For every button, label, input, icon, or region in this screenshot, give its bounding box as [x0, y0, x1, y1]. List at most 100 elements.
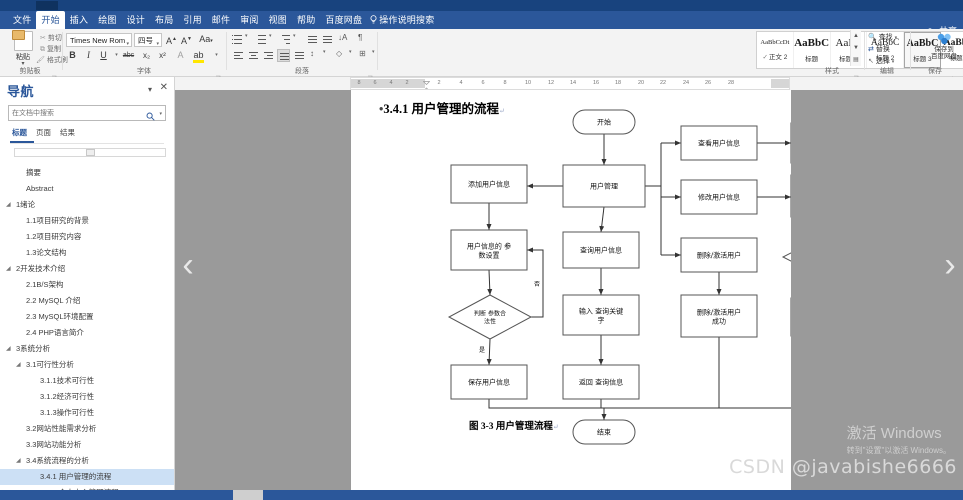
italic-button[interactable]: I	[87, 50, 90, 60]
styles-dialog-launcher[interactable]	[853, 69, 860, 82]
numbered-list-button[interactable]	[256, 33, 269, 46]
underline-button[interactable]: U	[100, 50, 107, 60]
navigation-top-scrollbar[interactable]	[14, 148, 166, 157]
multilevel-list-caret[interactable]: ▾	[293, 33, 296, 39]
toc-item-20[interactable]: 3.4.2 个人中心管理流程	[0, 485, 174, 490]
ribbon-tab-7[interactable]: 邮件	[207, 11, 235, 29]
paragraph-dialog-launcher[interactable]	[367, 69, 374, 82]
font-dialog-launcher[interactable]	[215, 69, 222, 82]
select-caret[interactable]: ▾	[891, 59, 895, 65]
toc-item-3[interactable]: 1.1项目研究的背景	[0, 213, 174, 229]
ribbon-tab-2[interactable]: 插入	[65, 11, 93, 29]
toc-item-1[interactable]: Abstract	[0, 181, 174, 197]
flow-node-end[interactable]: 结束	[572, 419, 636, 445]
cut-button[interactable]: ✂剪切	[40, 33, 62, 43]
bold-button[interactable]: B	[69, 50, 76, 60]
indent-marker[interactable]	[422, 79, 431, 89]
flow-node-judge2[interactable]: 判断修改的参数合法性	[781, 235, 791, 279]
superscript-button[interactable]: x²	[159, 51, 166, 60]
ribbon-tab-6[interactable]: 引用	[178, 11, 206, 29]
ribbon-tab-1[interactable]: 开始	[36, 11, 65, 29]
sort-button[interactable]: ↓A	[338, 33, 348, 42]
multilevel-list-button[interactable]	[280, 33, 293, 46]
toc-item-15[interactable]: 3.1.3操作可行性	[0, 405, 174, 421]
flow-node-mgr[interactable]: 用户管理	[562, 164, 646, 208]
toc-item-6[interactable]: ◢2开发技术介绍	[0, 261, 174, 277]
toc-item-5[interactable]: 1.3论文结构	[0, 245, 174, 261]
ribbon-tab-10[interactable]: 帮助	[292, 11, 320, 29]
flow-node-saveinfo[interactable]: 保存用户信息	[450, 364, 528, 400]
numbered-list-caret[interactable]: ▾	[269, 33, 272, 39]
subscript-button[interactable]: x₂	[142, 51, 151, 60]
search-icon[interactable]	[146, 108, 155, 126]
styles-scroll-down-icon[interactable]: ▼	[853, 45, 859, 51]
flow-node-modify[interactable]: 修改用户信息	[680, 179, 758, 215]
search-input[interactable]	[12, 106, 142, 120]
line-spacing-button[interactable]: ↕	[310, 49, 314, 58]
increase-indent-button[interactable]	[321, 33, 334, 46]
toc-item-18[interactable]: ◢3.4系统流程的分析	[0, 453, 174, 469]
navigation-search-box[interactable]: ▾	[8, 105, 166, 121]
align-center-button[interactable]	[247, 49, 260, 62]
search-options-caret[interactable]: ▾	[159, 111, 162, 117]
ribbon-tab-8[interactable]: 审阅	[235, 11, 263, 29]
toc-item-2[interactable]: ◢1绪论	[0, 197, 174, 213]
styles-more-icon[interactable]: ▤	[853, 57, 859, 63]
replace-button[interactable]: ⇄ 替换	[868, 44, 890, 54]
distributed-align-button[interactable]	[293, 49, 306, 62]
toc-item-9[interactable]: 2.3 MySQL环境配置	[0, 309, 174, 325]
navigation-tab-0[interactable]: 标题	[10, 127, 34, 143]
ribbon-tab-5[interactable]: 布局	[150, 11, 178, 29]
font-size-combobox[interactable]: 四号 ▾	[134, 33, 162, 47]
next-page-button[interactable]: ›	[944, 246, 956, 284]
scrollbar-thumb[interactable]	[86, 149, 95, 156]
toc-item-16[interactable]: 3.2网站性能需求分析	[0, 421, 174, 437]
copy-button[interactable]: ⧉复制	[40, 44, 61, 54]
toc-item-11[interactable]: ◢3系统分析	[0, 341, 174, 357]
find-caret[interactable]: ▾	[894, 35, 898, 41]
flow-node-add[interactable]: 添加用户信息	[450, 164, 528, 204]
toc-item-19[interactable]: 3.4.1 用户管理的流程	[0, 469, 174, 485]
bullet-list-button[interactable]	[232, 33, 245, 46]
navigation-tab-2[interactable]: 结果	[60, 128, 75, 137]
toc-item-7[interactable]: 2.1B/S架构	[0, 277, 174, 293]
align-right-button[interactable]	[262, 49, 275, 62]
save-collapse-icon[interactable]	[949, 69, 956, 80]
toc-item-4[interactable]: 1.2项目研究内容	[0, 229, 174, 245]
styles-scroll-up-icon[interactable]: ▲	[853, 33, 859, 39]
collapse-arrow-icon[interactable]: ◢	[6, 346, 11, 352]
text-effects-button[interactable]: A	[177, 50, 184, 60]
line-spacing-caret[interactable]: ▾	[323, 49, 326, 55]
clipboard-dialog-launcher[interactable]	[51, 69, 58, 82]
ribbon-tab-11[interactable]: 百度网盘	[320, 11, 367, 29]
collapse-arrow-icon[interactable]: ◢	[16, 362, 21, 368]
paste-dropdown-caret[interactable]: ▾	[21, 61, 25, 67]
toc-item-12[interactable]: ◢3.1可行性分析	[0, 357, 174, 373]
document-page[interactable]: •3.4.1 用户管理的流程↵ 开始用户管理添加用户信息查看用户信息查看详细的信…	[351, 90, 791, 490]
shrink-font-button[interactable]: A▼	[181, 36, 192, 46]
decrease-indent-button[interactable]	[306, 33, 319, 46]
toc-item-8[interactable]: 2.2 MySQL 介绍	[0, 293, 174, 309]
styles-gallery-scroll[interactable]: ▲ ▼ ▤	[850, 30, 861, 66]
toc-item-14[interactable]: 3.1.2经济可行性	[0, 389, 174, 405]
font-color-dropdown-caret[interactable]: ▾	[215, 52, 218, 58]
align-left-button[interactable]	[232, 49, 245, 62]
save-to-baidu-netdisk-button[interactable]: 保存到百度网盘	[922, 32, 963, 60]
ribbon-tab-0[interactable]: 文件	[8, 11, 36, 29]
flow-node-delact[interactable]: 删除/激活用户	[680, 237, 758, 273]
collapse-arrow-icon[interactable]: ◢	[16, 458, 21, 464]
toc-item-0[interactable]: 摘要	[0, 165, 174, 181]
flow-node-start[interactable]: 开始	[572, 109, 636, 135]
text-highlight-color-button[interactable]: ab	[192, 49, 205, 63]
toc-item-13[interactable]: 3.1.1技术可行性	[0, 373, 174, 389]
ribbon-tab-4[interactable]: 设计	[122, 11, 150, 29]
collapse-arrow-icon[interactable]: ◢	[6, 202, 11, 208]
